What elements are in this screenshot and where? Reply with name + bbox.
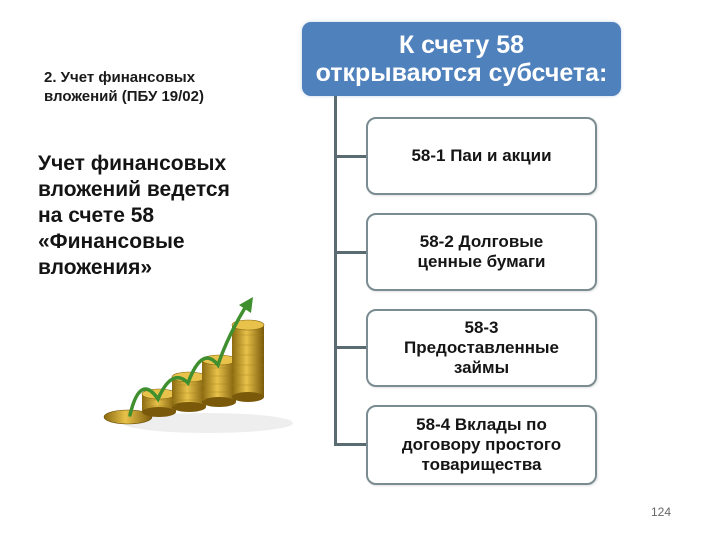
- body-line: вложений ведется: [38, 178, 230, 201]
- connector-branch: [334, 251, 367, 254]
- connector-branch: [334, 155, 367, 158]
- subaccount-box-58-4: 58-4 Вклады по договору простого товарищ…: [366, 405, 597, 485]
- header-line: К счету 58: [398, 31, 525, 59]
- subaccount-text: ценные бумаги: [417, 252, 546, 271]
- subaccount-text: Предоставленные: [403, 338, 559, 357]
- subaccount-text: займы: [453, 358, 510, 377]
- subaccount-text: 58-3: [464, 318, 499, 337]
- connector-branch: [334, 346, 367, 349]
- subaccount-box-58-2: 58-2 Долговые ценные бумаги: [366, 213, 597, 291]
- body-line: вложения»: [38, 256, 153, 279]
- coin-growth-illustration: [88, 295, 298, 445]
- body-line: Учет финансовых: [38, 152, 227, 175]
- diagram-header-box: К счету 58 открываются субсчета:: [302, 22, 621, 96]
- subtitle-line: 2. Учет финансовых: [44, 69, 196, 86]
- subaccount-text: 58-1 Паи и акции: [411, 146, 552, 165]
- connector-branch: [334, 443, 367, 446]
- subaccount-text: 58-4 Вклады по: [416, 415, 547, 434]
- subaccount-box-58-3: 58-3 Предоставленные займы: [366, 309, 597, 387]
- subaccount-text: 58-2 Долговые: [419, 232, 544, 251]
- header-line: открываются субсчета:: [315, 59, 608, 87]
- body-text: Учет финансовых вложений ведется на счет…: [38, 151, 298, 281]
- body-line: «Финансовые: [38, 230, 185, 253]
- subaccount-text: товарищества: [421, 455, 542, 474]
- subaccount-box-58-1: 58-1 Паи и акции: [366, 117, 597, 195]
- coin-stacks-icon: [103, 297, 293, 433]
- page-number: 124: [651, 505, 672, 519]
- connector-trunk: [334, 96, 337, 446]
- subtitle-line: вложений (ПБУ 19/02): [44, 88, 204, 105]
- body-line: на счете 58: [38, 204, 155, 227]
- subaccount-text: договору простого: [401, 435, 562, 454]
- slide-subtitle: 2. Учет финансовых вложений (ПБУ 19/02): [44, 68, 284, 106]
